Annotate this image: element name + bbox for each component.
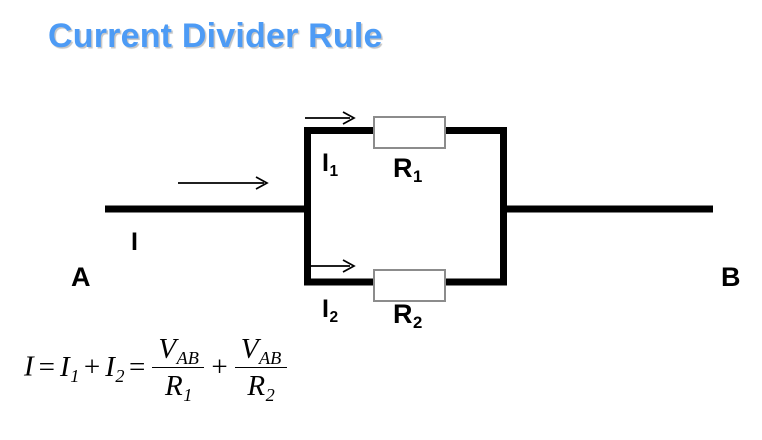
formula-fraction-1-denominator-subscript: 1 — [183, 384, 193, 405]
current-label-total: I — [131, 228, 138, 256]
formula-fraction-1-numerator: VAB — [152, 333, 205, 368]
formula-lhs: I — [24, 350, 34, 383]
formula-fraction-1-denominator: R1 — [152, 368, 204, 405]
formula-fraction-2-numerator-base: V — [240, 333, 259, 365]
formula-fraction-2-numerator-subscript: AB — [259, 347, 282, 368]
current-label-branch-1-subscript: 1 — [329, 162, 339, 180]
formula-equals-2: = — [129, 350, 146, 383]
current-label-branch-1: I1 — [322, 149, 338, 179]
current-arrow-branch-2 — [305, 259, 356, 273]
resistor-label-1-base: R — [393, 153, 413, 183]
formula-term-2-base: I — [105, 350, 115, 383]
circuit-svg — [105, 111, 713, 302]
page-title: Current Divider Rule — [48, 17, 383, 55]
formula-fraction-1: VAB R1 — [152, 333, 205, 405]
resistor-label-2: R2 — [393, 299, 422, 331]
formula-fraction-1-numerator-base: V — [158, 333, 177, 365]
formula-term-1: I1 — [60, 350, 80, 386]
current-label-branch-2: I2 — [322, 295, 338, 325]
formula-term-1-subscript: 1 — [70, 365, 80, 386]
resistor-label-1: R1 — [393, 153, 422, 185]
current-label-branch-2-subscript: 2 — [329, 308, 339, 326]
formula-plus-1: + — [83, 350, 101, 383]
circuit-diagram: A B I I1 R1 I2 R2 — [0, 70, 762, 331]
formula-fraction-1-numerator-subscript: AB — [176, 347, 199, 368]
formula-fraction-2-denominator-subscript: 2 — [265, 384, 275, 405]
resistor-2-body — [373, 269, 446, 302]
resistor-1-body — [373, 116, 446, 149]
current-divider-formula: I=I1+I2= VAB R1 + VAB R2 — [24, 333, 289, 405]
formula-plus-2: + — [211, 350, 228, 383]
current-arrow-branch-1 — [305, 111, 356, 125]
formula-term-2-subscript: 2 — [115, 365, 125, 386]
formula-fraction-2: VAB R2 — [234, 333, 287, 405]
current-label-branch-2-base: I — [322, 295, 329, 323]
formula-fraction-2-numerator: VAB — [234, 333, 287, 368]
formula-fraction-1-denominator-base: R — [164, 370, 183, 402]
formula-term-2: I2 — [105, 350, 125, 386]
node-label-b: B — [721, 262, 741, 292]
formula-term-1-base: I — [60, 350, 70, 383]
formula-fraction-2-denominator-base: R — [247, 370, 266, 402]
resistor-label-1-subscript: 1 — [413, 167, 423, 187]
resistor-label-2-subscript: 2 — [413, 313, 423, 333]
current-arrow-total — [178, 176, 269, 190]
node-label-a: A — [71, 262, 91, 292]
formula-equals-1: = — [38, 350, 56, 383]
current-label-branch-1-base: I — [322, 149, 329, 177]
resistor-label-2-base: R — [393, 299, 413, 329]
formula-fraction-2-denominator: R2 — [235, 368, 287, 405]
